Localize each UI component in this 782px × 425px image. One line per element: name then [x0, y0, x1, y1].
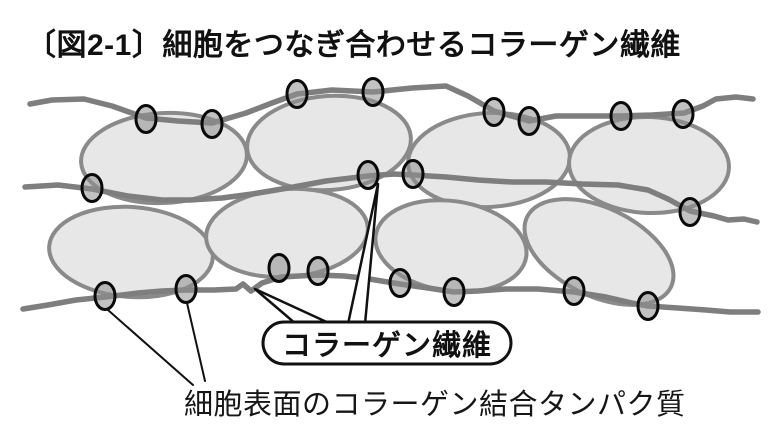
proteins-layer [80, 77, 702, 321]
bottom-label-binding-protein: 細胞表面のコラーゲン結合タンパク質 [184, 389, 686, 421]
binding-protein-dot [482, 97, 506, 127]
binding-protein-dot [562, 276, 586, 306]
callout-label-text: コラーゲン繊維 [281, 330, 492, 362]
binding-protein-dot [671, 99, 695, 129]
collagen-fiber-line [20, 272, 761, 315]
callout-tail [253, 287, 333, 326]
binding-protein-dot [285, 79, 309, 109]
label-pointer-line [186, 302, 206, 382]
binding-protein-dot [306, 256, 330, 286]
binding-protein-dot [636, 291, 660, 321]
binding-protein-dot [361, 77, 385, 107]
binding-protein-dot [267, 253, 291, 283]
binding-protein-dot [388, 268, 412, 298]
binding-protein-dot [174, 274, 198, 304]
binding-protein-dot [80, 173, 104, 203]
binding-protein-dot [401, 159, 425, 189]
binding-protein-dot [442, 277, 466, 307]
binding-protein-dot [134, 104, 158, 134]
binding-protein-dot [356, 160, 380, 190]
figure-title: 〔図2-1〕細胞をつなぎ合わせるコラーゲン繊維 [26, 29, 681, 62]
binding-protein-dot [678, 197, 702, 227]
callout-box [261, 320, 513, 366]
binding-protein-dot [93, 281, 117, 311]
cells-layer [47, 93, 731, 307]
binding-protein-dot [200, 109, 224, 139]
label-pointer-line [107, 309, 194, 386]
annotation-layer [107, 182, 513, 386]
binding-protein-dot [609, 101, 633, 131]
binding-protein-dot [517, 106, 541, 136]
callout-collagen-fiber-label: コラーゲン繊維 [263, 322, 511, 364]
